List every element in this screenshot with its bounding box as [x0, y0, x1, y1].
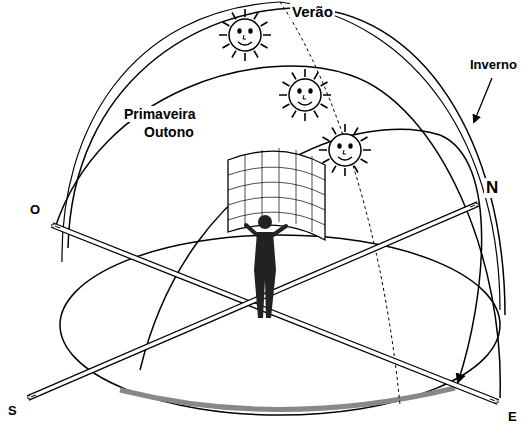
direction-label: Verão: [290, 3, 335, 20]
direction-label: Primaveira: [122, 106, 198, 122]
direction-label: Outono: [142, 124, 196, 140]
direction-label: S: [6, 404, 19, 419]
direction-label: E: [506, 410, 519, 425]
direction-label: O: [28, 203, 42, 218]
direction-label: Inverno: [468, 58, 519, 73]
direction-label: N: [484, 178, 500, 198]
